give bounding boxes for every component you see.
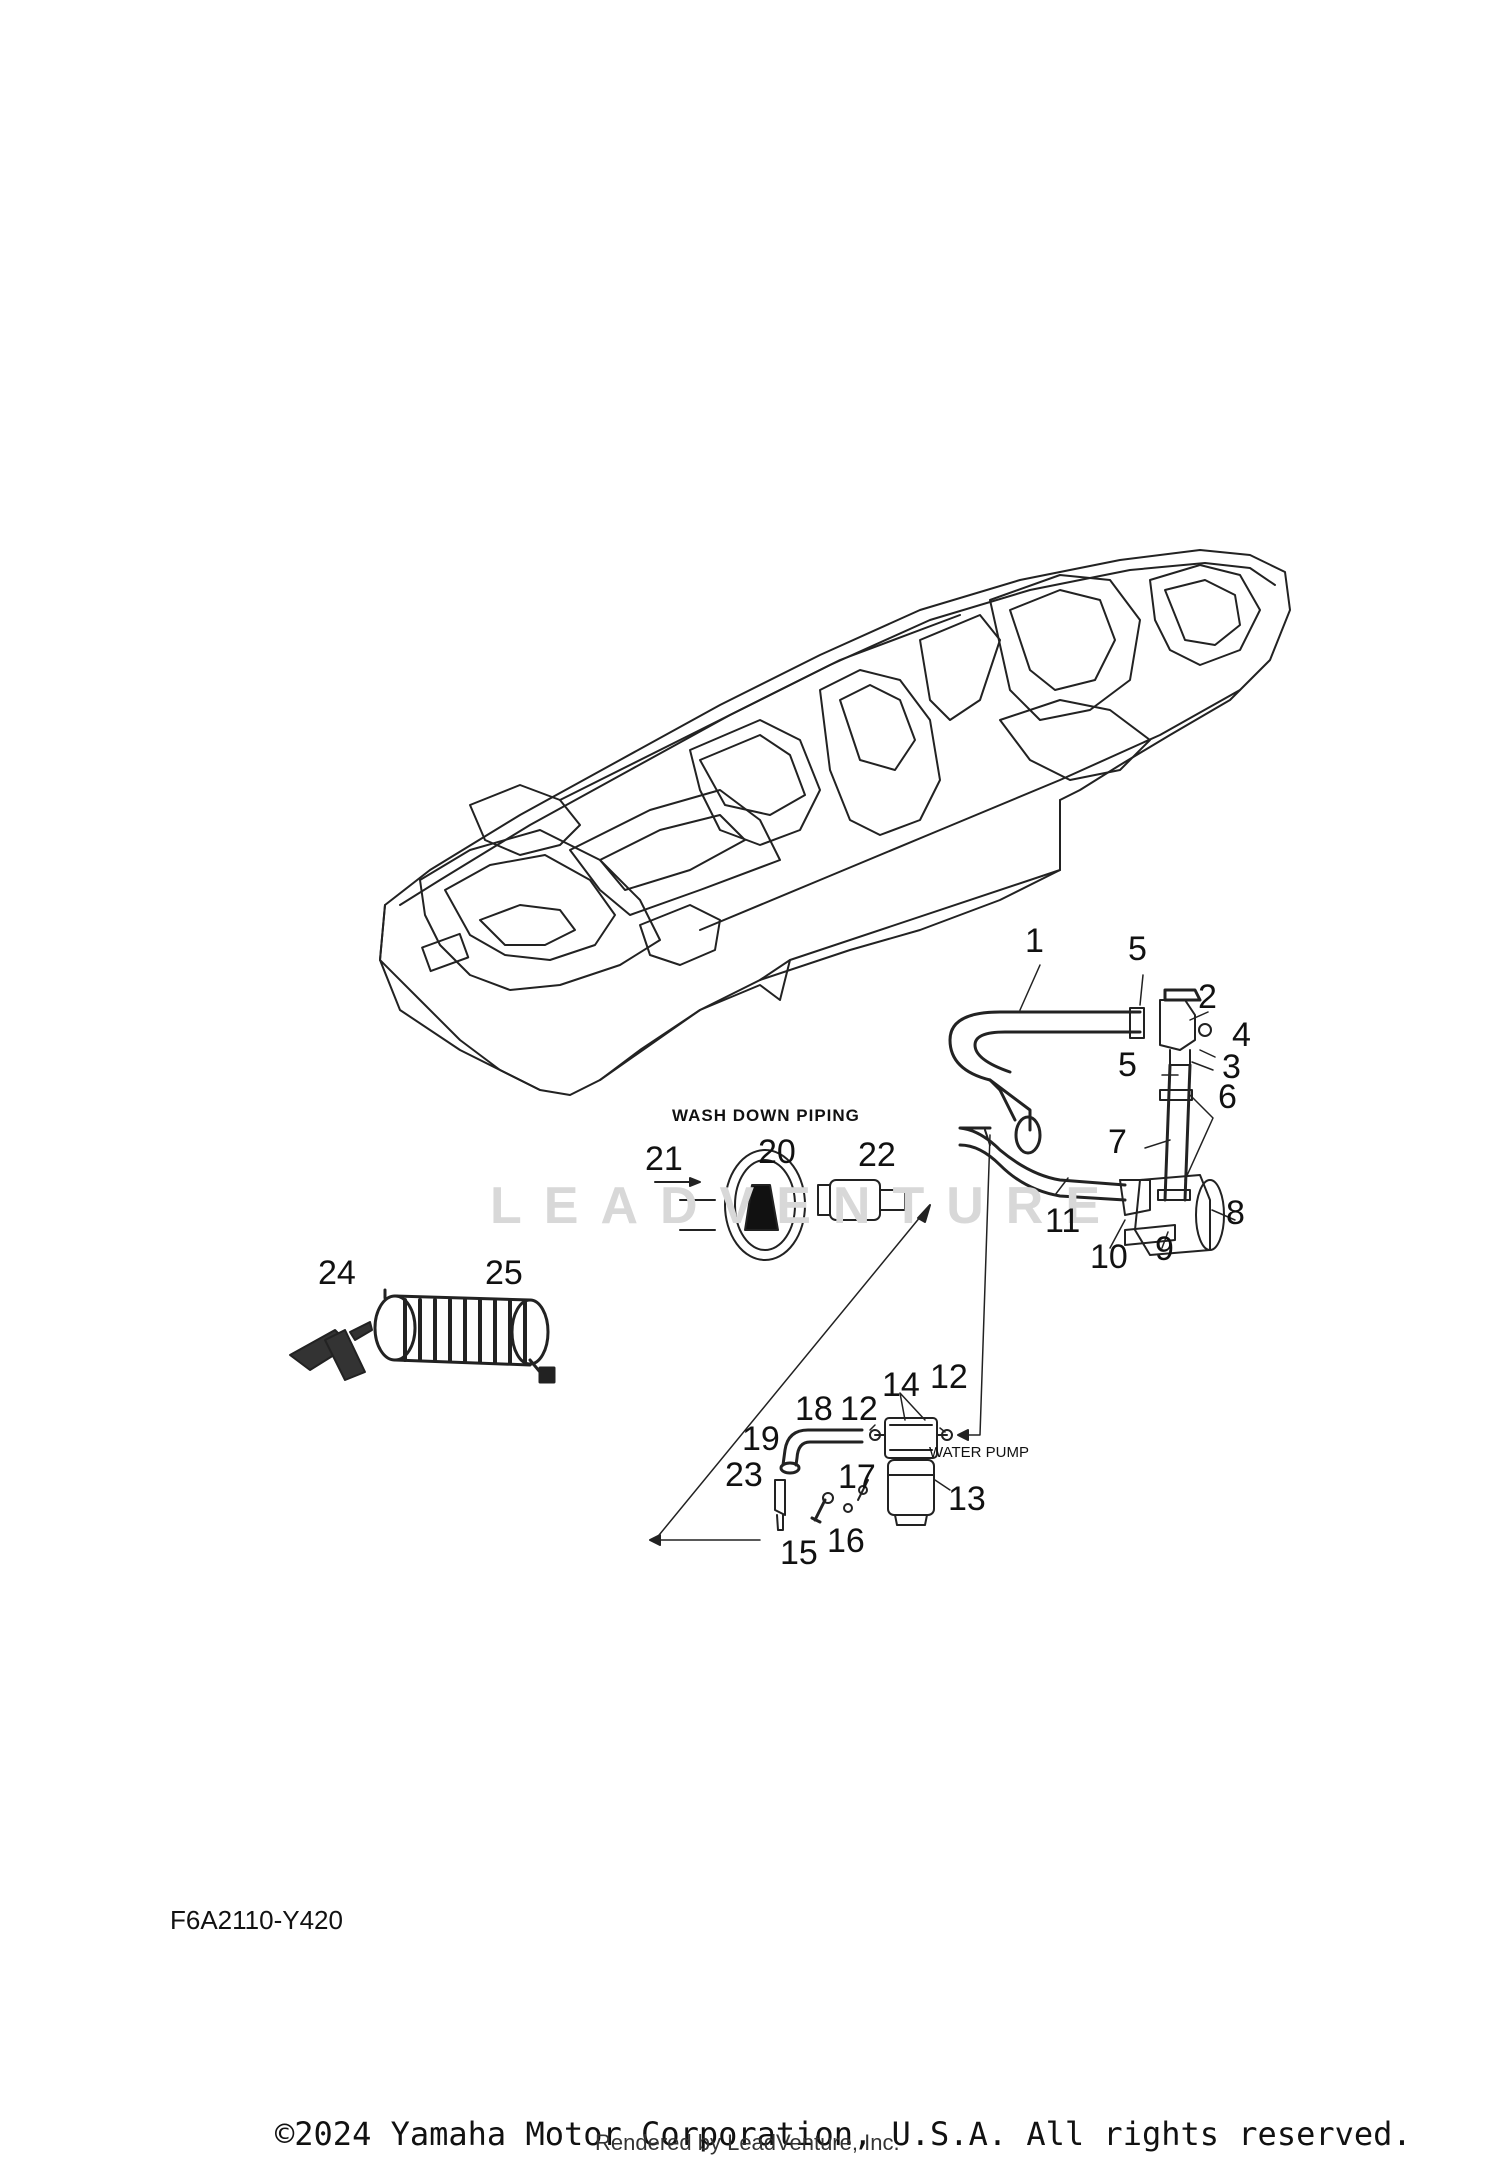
callout-18[interactable]: 18 [795, 1390, 833, 1428]
routing-line-11 [967, 1134, 991, 1436]
callout-2[interactable]: 2 [1198, 978, 1217, 1016]
callout-22[interactable]: 22 [858, 1136, 896, 1174]
hose-18-illustration [774, 1428, 864, 1531]
callout-11[interactable]: 11 [1045, 1202, 1081, 1240]
coil-hose-illustration [373, 1288, 556, 1384]
diagram-code: F6A2110-Y420 [170, 1905, 343, 1935]
callout-8[interactable]: 8 [1226, 1194, 1245, 1232]
callout-17[interactable]: 17 [838, 1458, 876, 1496]
callout-13[interactable]: 13 [948, 1480, 986, 1518]
callout-21[interactable]: 21 [645, 1140, 683, 1178]
callout-10[interactable]: 10 [1090, 1238, 1128, 1276]
hose-7-illustration [1157, 1063, 1193, 1202]
spray-nozzle-illustration [289, 1321, 373, 1381]
copyright-notice: ©2024 Yamaha Motor Corporation, U.S.A. A… [275, 2115, 1412, 2153]
callout-4[interactable]: 4 [1232, 1016, 1251, 1054]
bilge-pump-illustration [1119, 1174, 1225, 1256]
boat-hull-illustration [379, 549, 1291, 1096]
fitting-2-illustration [1129, 988, 1212, 1066]
leader-line-22 [654, 1204, 931, 1541]
callout-24[interactable]: 24 [318, 1254, 356, 1292]
callout-leaders [869, 964, 1236, 1491]
callout-9[interactable]: 9 [1155, 1230, 1174, 1268]
callout-25[interactable]: 25 [485, 1254, 523, 1292]
callout-7[interactable]: 7 [1108, 1123, 1127, 1161]
callout-23[interactable]: 23 [725, 1456, 763, 1494]
callout-5-top[interactable]: 5 [1128, 930, 1147, 968]
hose-1-illustration [948, 1010, 1142, 1155]
washdown-outlet-illustration [654, 1149, 906, 1261]
callout-16[interactable]: 16 [827, 1522, 865, 1560]
callout-19[interactable]: 19 [742, 1420, 780, 1458]
section-title: WASH DOWN PIPING [672, 1106, 860, 1125]
callout-12-right[interactable]: 12 [930, 1358, 968, 1396]
callout-3[interactable]: 3 [1222, 1048, 1241, 1086]
watermark-text: LEADVENTURE [490, 1177, 1123, 1235]
rendered-by-notice: Rendered by LeadVenture, Inc. [595, 2130, 900, 2155]
callout-14[interactable]: 14 [882, 1366, 920, 1404]
callout-20[interactable]: 20 [758, 1133, 796, 1171]
callout-6[interactable]: 6 [1218, 1078, 1237, 1116]
callout-15[interactable]: 15 [780, 1534, 818, 1572]
water-pump-label: WATER PUMP [929, 1444, 1029, 1461]
water-pump-illustration [869, 1417, 953, 1526]
screws-illustration [810, 1479, 869, 1524]
callout-5-lower[interactable]: 5 [1118, 1046, 1137, 1084]
callout-1[interactable]: 1 [1025, 922, 1044, 960]
callout-12-left[interactable]: 12 [840, 1390, 878, 1428]
